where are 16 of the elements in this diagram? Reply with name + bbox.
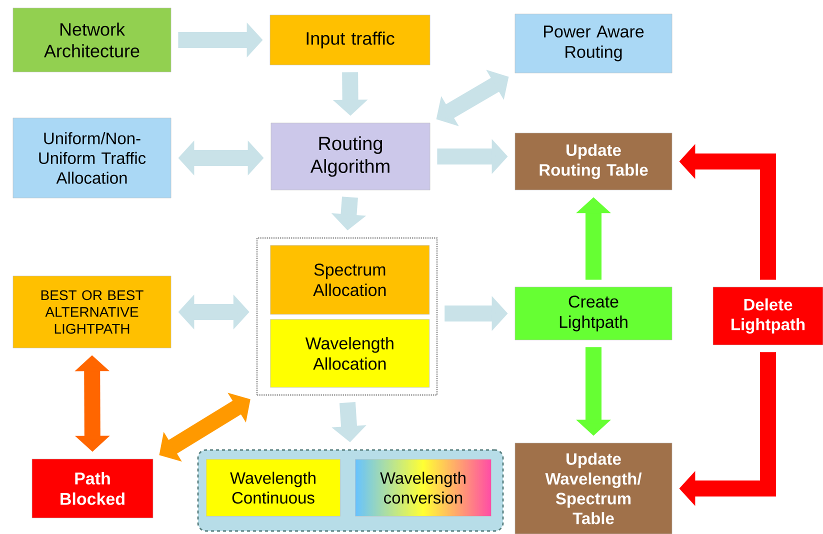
process-box: Wavelength Continuous <box>206 459 340 516</box>
process-box: Wavelength Allocation <box>270 319 430 388</box>
process-box: Path Blocked <box>32 458 154 518</box>
process-box: Wavelength conversion <box>355 459 492 516</box>
process-box: Create Lightpath <box>514 286 672 340</box>
process-box: BEST OR BEST ALTERNATIVE LIGHTPATH <box>12 276 172 348</box>
process-box: Delete Lightpath <box>712 286 823 346</box>
process-box: Network Architecture <box>12 8 172 72</box>
process-box: Spectrum Allocation <box>270 245 430 315</box>
group-frame <box>256 237 438 396</box>
process-box: Routing Algorithm <box>270 122 430 190</box>
process-box: Input traffic <box>270 14 430 66</box>
table-box: Update Routing Table <box>514 132 672 190</box>
process-box: Power Aware Routing <box>514 14 672 74</box>
process-box: Uniform/Non-Uniform Traffic Allocation <box>12 118 172 198</box>
table-box: Update Wavelength/ Spectrum Table <box>514 442 672 534</box>
